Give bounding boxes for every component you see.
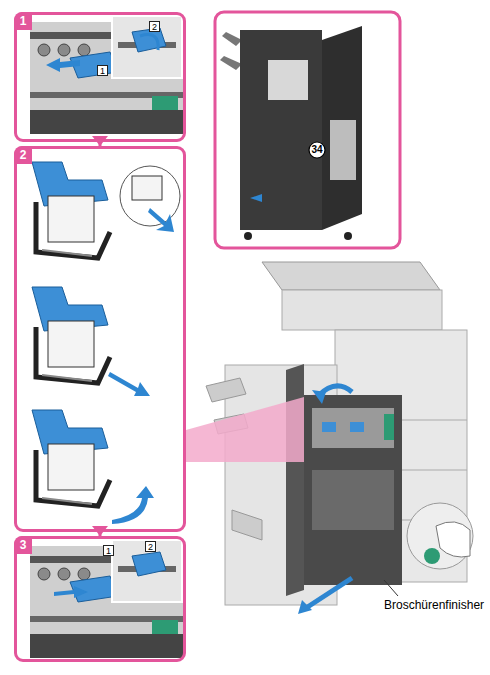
step-panel: 2 — [14, 146, 186, 532]
open-door — [322, 26, 362, 230]
insert-arrow — [112, 486, 154, 524]
circle-shape — [309, 142, 325, 158]
cartridge-detail — [132, 176, 162, 200]
detail-circle — [120, 166, 180, 226]
booklet-tray — [232, 510, 262, 540]
detail-panel — [215, 12, 400, 248]
step-number: 1 — [14, 12, 32, 30]
callout-number: 1 — [103, 545, 114, 556]
push-arrow — [54, 586, 88, 598]
part-label: Broschürenfinisher — [384, 598, 484, 612]
callout-number: 1 — [97, 65, 108, 76]
pull-out-arrow-head — [298, 600, 312, 614]
callout-text: 1 — [100, 66, 105, 76]
staple-cartridge — [32, 162, 110, 258]
staple-part — [322, 422, 336, 432]
callout-number: 2 — [149, 21, 160, 32]
callout-text: 34 — [308, 141, 326, 159]
hand-inset — [407, 503, 473, 569]
callout-number: 2 — [145, 541, 156, 552]
zoom-wedge — [186, 392, 322, 462]
step-number: 3 — [14, 536, 32, 554]
green-handle — [384, 414, 394, 440]
release-knob — [424, 548, 440, 564]
label-plate — [268, 60, 308, 100]
staple-cartridge — [32, 410, 110, 506]
output-tray — [220, 32, 242, 70]
direction-arrow — [250, 194, 262, 202]
document-feeder — [262, 262, 440, 290]
pull-arrow — [46, 58, 80, 72]
stapler-mechanism — [30, 16, 184, 134]
callout-text: 1 — [106, 546, 111, 556]
caster — [244, 232, 252, 240]
stapler-unit — [330, 120, 356, 180]
open-arrow-head — [312, 390, 326, 404]
pull-out-arrow — [306, 578, 352, 608]
step-panel: 1 1 2 — [14, 12, 186, 142]
callout-text: 2 — [148, 542, 153, 552]
fold-unit — [312, 470, 394, 530]
lift-arrow — [140, 35, 158, 50]
callout-circle: 34 — [308, 141, 326, 159]
leader-line — [384, 580, 398, 596]
callout-text: 2 — [152, 22, 157, 32]
hand — [436, 522, 470, 557]
remove-arrow — [108, 372, 150, 396]
press-arrow — [148, 208, 174, 232]
step-panel: 3 1 2 — [14, 536, 186, 662]
stapler-area — [312, 408, 394, 448]
scanner — [282, 290, 442, 330]
staple-cartridge — [32, 287, 110, 383]
finisher-side — [240, 30, 322, 230]
booklet-finisher — [304, 395, 402, 585]
stapler-mechanism — [30, 540, 184, 658]
step-number: 2 — [14, 146, 32, 164]
caster — [344, 232, 352, 240]
staple-part — [350, 422, 364, 432]
